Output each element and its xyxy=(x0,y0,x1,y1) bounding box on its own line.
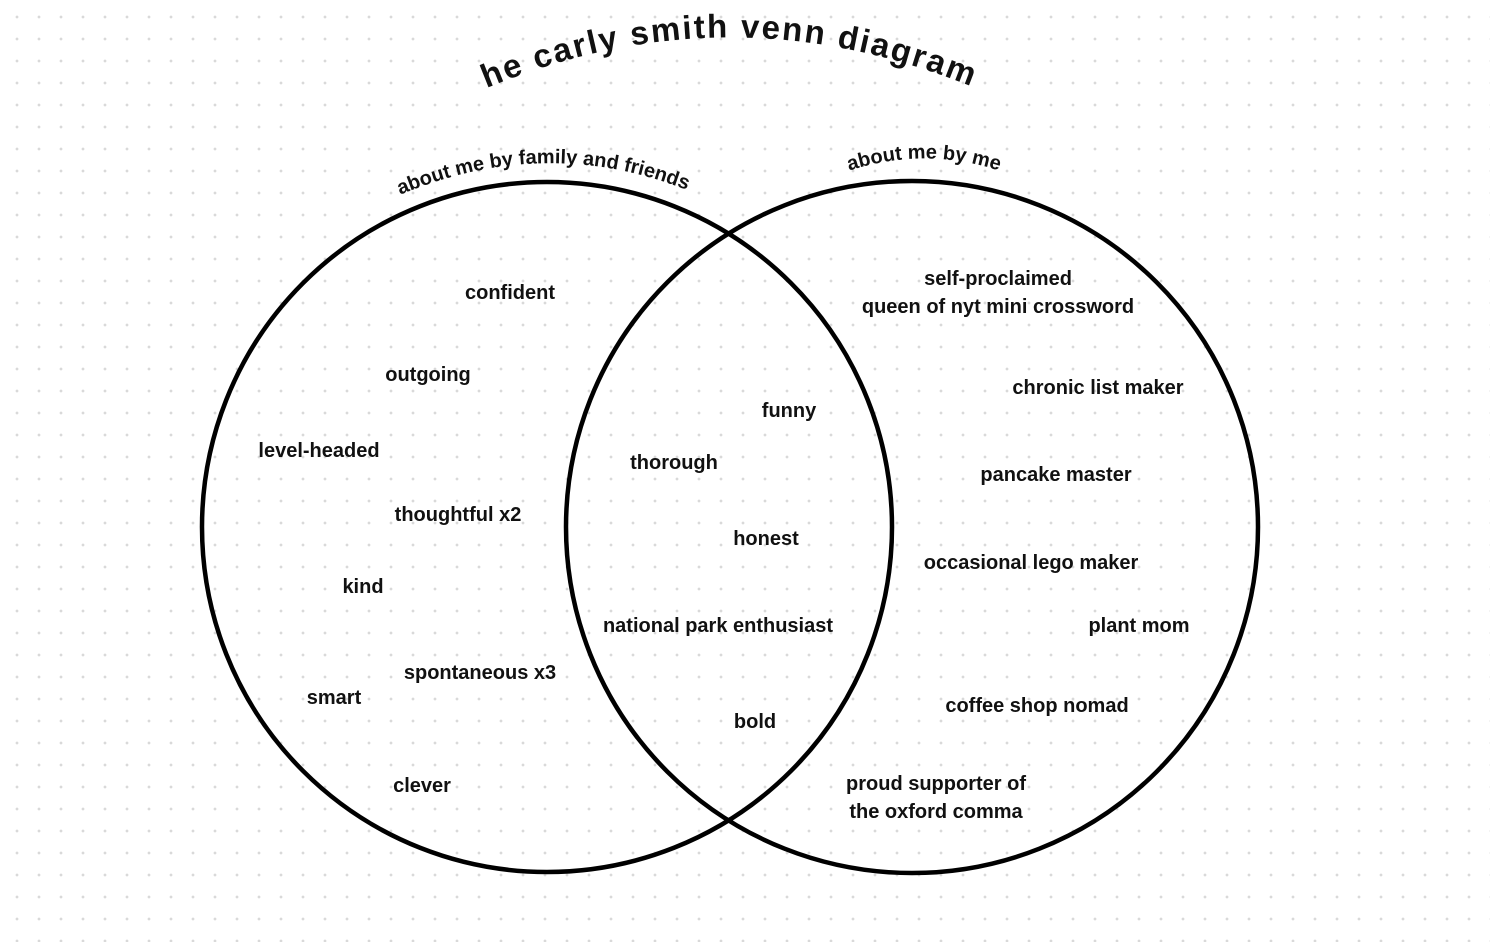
right-set-label: about me by me xyxy=(844,141,1004,175)
left-item: thoughtful x2 xyxy=(394,504,522,526)
diagram-title: the carly smith venn diagram xyxy=(0,0,984,95)
left-item: spontaneous x3 xyxy=(403,662,557,684)
right-item: plant mom xyxy=(1088,615,1190,637)
right-circle xyxy=(563,178,1261,876)
overlap-item: bold xyxy=(733,711,777,733)
left-circle xyxy=(199,179,895,875)
right-item: self-proclaimed queen of nyt mini crossw… xyxy=(861,268,1135,318)
right-item: pancake master xyxy=(980,464,1132,486)
right-item: chronic list maker xyxy=(1012,377,1184,399)
overlap-item: thorough xyxy=(630,452,718,474)
left-item: smart xyxy=(306,687,362,709)
overlap-item: honest xyxy=(733,528,799,550)
left-item: clever xyxy=(393,775,451,797)
left-item: level-headed xyxy=(258,440,380,462)
left-set-label: about me by family and friends xyxy=(394,146,693,199)
left-item: confident xyxy=(465,282,555,304)
right-item: occasional lego maker xyxy=(923,552,1139,574)
overlap-item: funny xyxy=(761,400,817,422)
right-item: proud supporter of the oxford comma xyxy=(846,773,1026,823)
left-item: outgoing xyxy=(385,364,471,386)
overlap-item: national park enthusiast xyxy=(602,615,834,637)
left-item: kind xyxy=(342,576,384,598)
right-item: coffee shop nomad xyxy=(945,695,1129,717)
